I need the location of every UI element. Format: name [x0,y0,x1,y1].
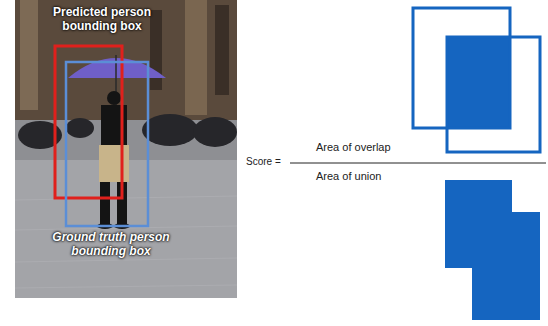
ground-truth-box [66,62,148,226]
numerator-text: Area of overlap [316,141,416,154]
denominator-text: Area of union [316,170,416,183]
photo-ground [15,0,237,298]
building [15,0,237,120]
window [215,5,229,95]
box-outline [447,37,540,152]
formula-text: Score = [246,156,290,168]
box-outline [413,8,510,128]
overlap-fill [447,37,510,128]
box-label: Ground truth person bounding box [52,231,170,259]
union-shape [445,180,540,320]
building-pillar [185,0,207,115]
fraction-line [290,163,546,164]
box-label: Predicted person bounding box [43,6,161,34]
motorbikes [18,114,237,149]
bag [99,145,129,182]
cobblestone [15,120,237,298]
person [97,91,130,229]
building-pillar [20,0,38,110]
